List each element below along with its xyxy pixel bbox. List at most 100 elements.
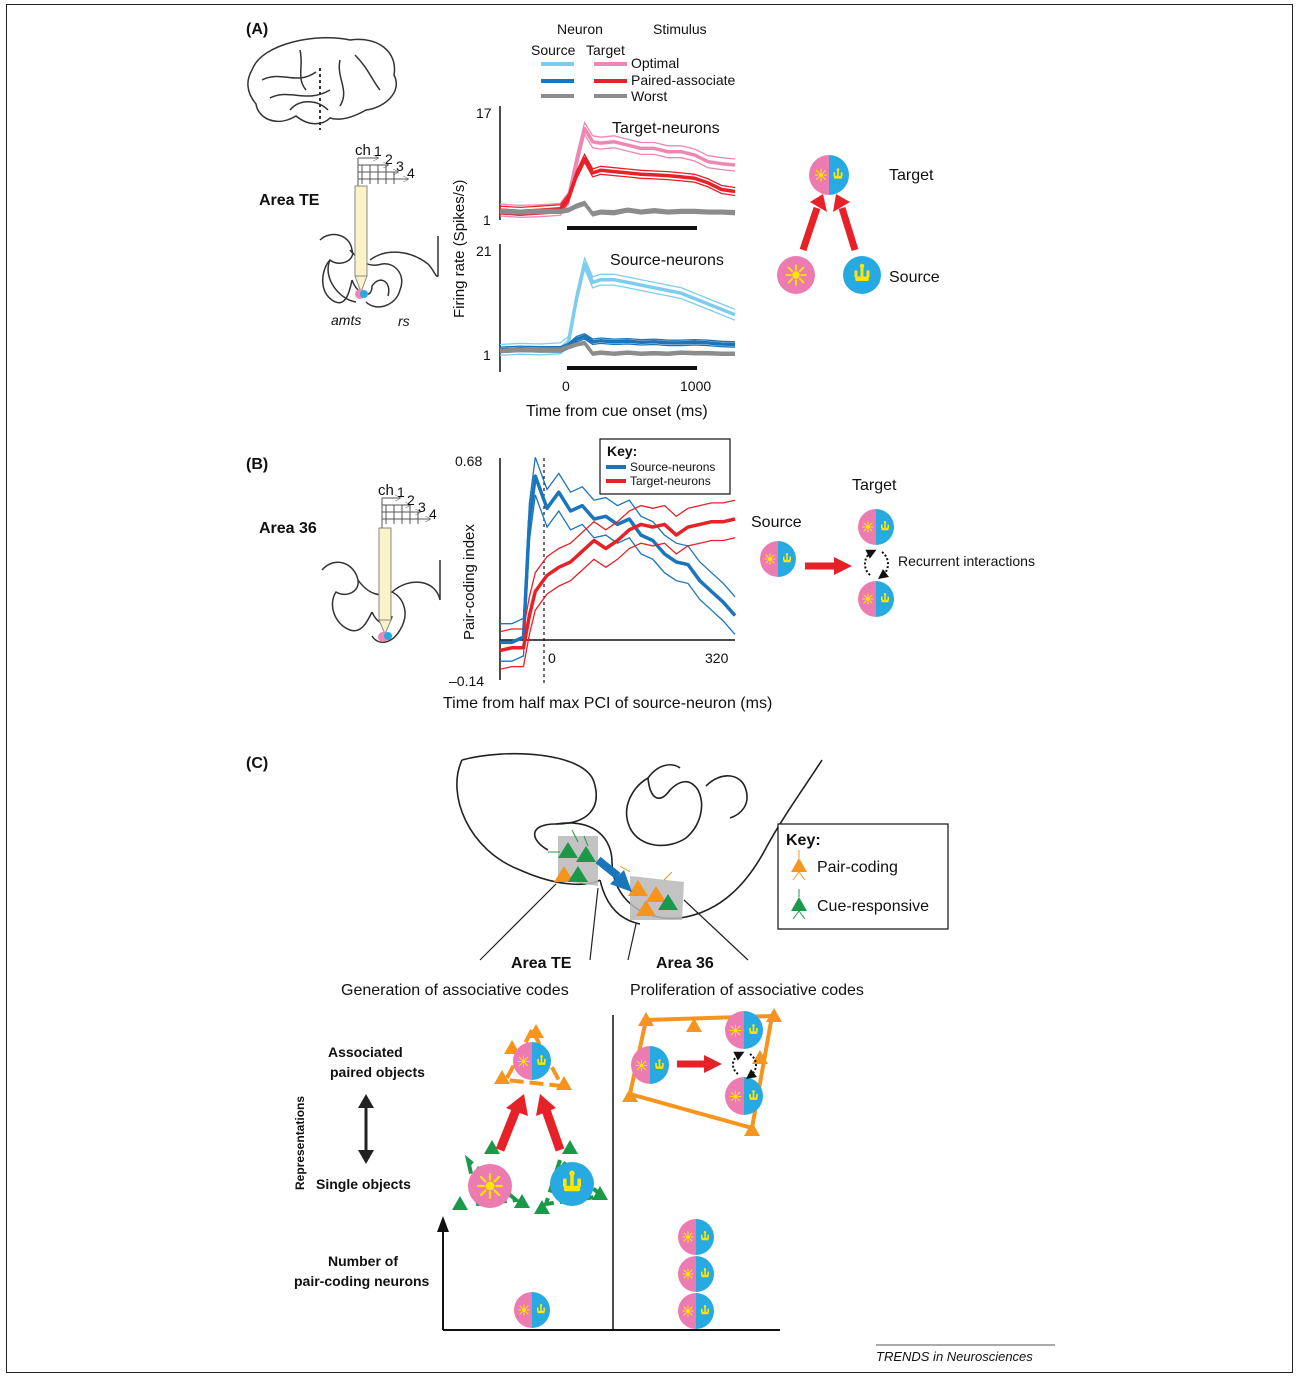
pair-neuron-a36-source <box>631 1046 669 1084</box>
series-band-optimal <box>499 132 736 218</box>
single-neuron-fork-c <box>550 1162 594 1206</box>
pair-neuron-target-b-top <box>858 509 894 545</box>
a-xtick-1000: 1000 <box>680 378 711 394</box>
b-xtick-320: 320 <box>705 650 729 666</box>
a-top-ymax: 17 <box>476 105 492 121</box>
callout-lines-c <box>479 883 749 961</box>
c-associated: Associated <box>328 1044 403 1060</box>
series-band-worst <box>499 204 736 217</box>
series-band-optimal <box>499 256 736 346</box>
c-single-objects: Single objects <box>316 1176 411 1192</box>
count-neuron-a36-3 <box>678 1293 714 1329</box>
b-key: Key: Source-neurons Target-neurons <box>599 438 731 495</box>
area-te-label: Area TE <box>259 192 320 209</box>
pair-neuron-a36-top <box>725 1011 763 1049</box>
red-arrow-left-a <box>799 194 827 252</box>
b-key-title: Key: <box>607 443 637 459</box>
electrode-shaft-a <box>354 185 368 277</box>
pair-coding-neuron-icon <box>791 850 807 881</box>
series-band-paired-associate <box>499 152 736 209</box>
series-band-optimal <box>499 120 736 207</box>
legend-stimulus-header: Stimulus <box>653 21 707 37</box>
b-xtick-0: 0 <box>548 650 556 666</box>
source-neurons-plot <box>499 256 736 356</box>
series-band-target-neurons <box>499 499 736 633</box>
legend-optimal: Optimal <box>631 55 679 71</box>
red-arrows-c <box>495 1094 565 1152</box>
b-ymax: 0.68 <box>455 453 482 469</box>
cue-responsive-neuron-icon <box>791 889 807 920</box>
series-line-target-neurons <box>499 517 736 653</box>
a36-neurons-c <box>619 865 678 916</box>
c-generation: Generation of associative codes <box>341 982 569 999</box>
series-line-worst <box>499 341 735 356</box>
series-band-source-neurons <box>500 457 736 625</box>
count-neuron-te <box>514 1292 550 1328</box>
a-bottom-ymin: 1 <box>483 347 491 363</box>
electrode-channels-b <box>381 498 430 528</box>
legend-worst: Worst <box>631 88 667 104</box>
red-arrow-b <box>805 557 852 575</box>
c-area-te: Area TE <box>511 955 572 972</box>
a-top-stim-bar <box>567 226 697 230</box>
brain-section-a <box>319 233 439 308</box>
count-neuron-a36-2 <box>678 1256 714 1292</box>
series-band-source-neurons <box>500 494 736 662</box>
electrode-tip-a <box>354 275 368 294</box>
a-xlabel: Time from cue onset (ms) <box>526 403 708 420</box>
legend-neuron-header: Neuron <box>557 21 603 37</box>
ch-label-a: ch <box>355 142 371 159</box>
electrode-shaft-b <box>378 527 392 621</box>
series-line-paired-associate <box>499 156 736 214</box>
c-pair-coding-neurons: pair-coding neurons <box>294 1273 430 1289</box>
target-neurons-plot <box>499 120 736 218</box>
legend-paired-associate: Paired-associate <box>631 72 735 88</box>
ch-num-b-3: 3 <box>418 499 426 515</box>
pair-neuron-target-b-bottom <box>858 581 894 617</box>
recurrent-arrows-b <box>864 549 890 580</box>
c-key-pair-coding: Pair-coding <box>817 859 898 876</box>
single-neuron-sun-c <box>468 1164 512 1208</box>
b-key-target: Target-neurons <box>630 474 711 488</box>
panel-a-label: (A) <box>246 21 268 38</box>
a-schematic-target: Target <box>889 167 934 184</box>
c-paired-objects: paired objects <box>330 1064 425 1080</box>
source-neuron-sun-a <box>777 256 815 294</box>
electrode-channels-a <box>357 158 408 188</box>
panel-b-label: (B) <box>246 456 268 473</box>
red-arrow-right-a <box>833 194 859 252</box>
c-key-cue-responsive: Cue-responsive <box>817 898 929 915</box>
a-top-title: Target-neurons <box>612 120 720 137</box>
ch-num-b-1: 1 <box>397 484 405 500</box>
source-neuron-fork-a <box>843 256 881 294</box>
series-band-paired-associate <box>499 332 736 348</box>
area-36-label: Area 36 <box>259 520 317 537</box>
ch-num-2: 2 <box>385 151 393 167</box>
count-neuron-a36-1 <box>678 1219 714 1255</box>
ch-num-1: 1 <box>374 143 382 159</box>
series-band-target-neurons <box>499 537 736 670</box>
pair-neuron-a36-bottom <box>725 1077 763 1115</box>
pair-neuron-te-top <box>513 1042 551 1080</box>
amts-label: amts <box>331 312 361 328</box>
rs-label: rs <box>398 313 410 329</box>
a-bottom-title: Source-neurons <box>610 252 724 269</box>
a-schematic: Target Source <box>777 155 940 294</box>
pci-plot <box>499 457 737 670</box>
ch-num-b-2: 2 <box>407 492 415 508</box>
panel-c-label: (C) <box>246 755 268 772</box>
te-neurons-c <box>548 829 596 882</box>
a-xtick-0: 0 <box>562 378 570 394</box>
a-schematic-source: Source <box>889 269 940 286</box>
c-key-title: Key: <box>786 832 821 849</box>
series-band-worst <box>499 200 736 213</box>
a-bottom-stim-bar <box>567 366 697 370</box>
b-xlabel: Time from half max PCI of source-neuron … <box>443 695 772 712</box>
b-schematic: Target Source Recurrent interactions <box>751 477 1035 617</box>
a36-network-c <box>622 1008 782 1136</box>
series-line-optimal <box>499 126 736 214</box>
b-schematic-target: Target <box>852 477 897 494</box>
legend-target-header: Target <box>586 42 625 58</box>
c-representations: Representations <box>293 1096 307 1190</box>
